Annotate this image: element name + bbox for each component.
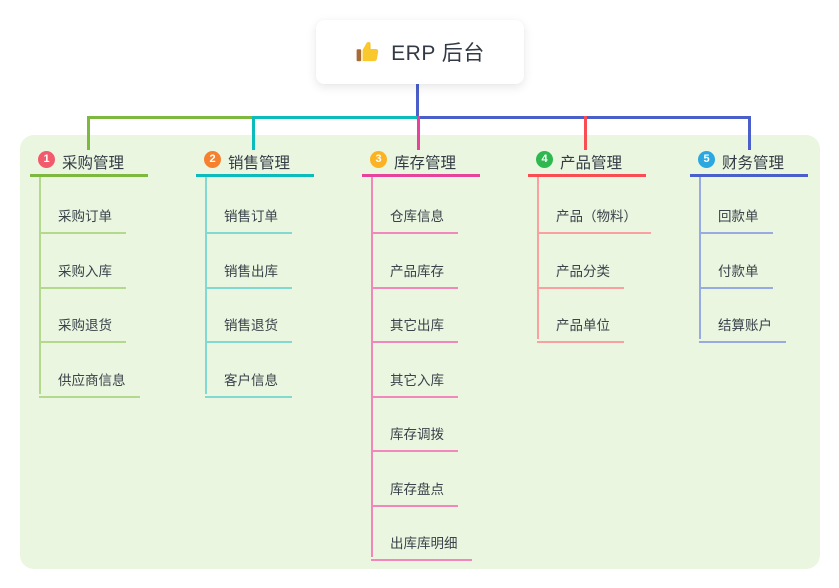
child-node[interactable]: 供应商信息: [39, 362, 140, 398]
child-node[interactable]: 销售出库: [205, 253, 292, 289]
branch-drop-line-2: [252, 116, 255, 150]
branch-underline: [196, 174, 314, 177]
child-node[interactable]: 产品分类: [537, 253, 624, 289]
child-node-label: 产品库存: [390, 264, 444, 279]
branch-underline: [362, 174, 480, 177]
child-node[interactable]: 采购订单: [39, 198, 126, 234]
thumbs-up-icon: [355, 39, 381, 65]
child-node[interactable]: 结算账户: [699, 307, 786, 343]
child-node-label: 结算账户: [718, 318, 772, 333]
child-node-label: 出库库明细: [390, 536, 458, 551]
branch-drop-line-3: [417, 116, 420, 150]
branch-title[interactable]: 采购管理: [62, 155, 125, 172]
branch-number-badge: 4: [536, 151, 553, 168]
child-node[interactable]: 库存调拨: [371, 416, 458, 452]
child-node[interactable]: 采购退货: [39, 307, 126, 343]
child-node-label: 产品（物料）: [556, 209, 637, 224]
bus-segment-sales: [252, 116, 418, 119]
branch-spine-line: [39, 177, 41, 394]
branch-spine-line: [537, 177, 539, 339]
branch-number-badge: 1: [38, 151, 55, 168]
child-node-label: 付款单: [718, 264, 759, 279]
branch-drop-line-4: [584, 116, 587, 150]
branch-underline: [30, 174, 148, 177]
child-node-label: 客户信息: [224, 373, 278, 388]
child-node[interactable]: 销售订单: [205, 198, 292, 234]
child-node-label: 采购退货: [58, 318, 112, 333]
child-node[interactable]: 付款单: [699, 253, 773, 289]
child-node-label: 供应商信息: [58, 373, 126, 388]
child-node-label: 回款单: [718, 209, 759, 224]
child-node[interactable]: 客户信息: [205, 362, 292, 398]
child-node-label: 销售出库: [224, 264, 278, 279]
child-node-label: 采购入库: [58, 264, 112, 279]
child-node[interactable]: 其它出库: [371, 307, 458, 343]
branch-number-badge: 2: [204, 151, 221, 168]
child-node-label: 库存调拨: [390, 427, 444, 442]
branch-drop-line-1: [87, 116, 90, 150]
child-node[interactable]: 其它入库: [371, 362, 458, 398]
branch-spine-line: [371, 177, 373, 557]
root-drop-line: [416, 84, 419, 117]
child-node-label: 其它入库: [390, 373, 444, 388]
branch-title[interactable]: 库存管理: [394, 155, 457, 172]
branch-title[interactable]: 销售管理: [228, 155, 291, 172]
child-node-label: 库存盘点: [390, 482, 444, 497]
child-node[interactable]: 产品单位: [537, 307, 624, 343]
branch-underline: [690, 174, 808, 177]
branch-spine-line: [699, 177, 701, 339]
child-node[interactable]: 回款单: [699, 198, 773, 234]
child-node-label: 产品单位: [556, 318, 610, 333]
branch-spine-line: [205, 177, 207, 394]
child-node[interactable]: 产品库存: [371, 253, 458, 289]
child-node[interactable]: 产品（物料）: [537, 198, 651, 234]
child-node-label: 其它出库: [390, 318, 444, 333]
child-node-label: 采购订单: [58, 209, 112, 224]
branch-number-badge: 3: [370, 151, 387, 168]
branch-title[interactable]: 财务管理: [722, 155, 785, 172]
branch-underline: [528, 174, 646, 177]
child-node[interactable]: 库存盘点: [371, 471, 458, 507]
child-node-label: 销售退货: [224, 318, 278, 333]
branch-title[interactable]: 产品管理: [560, 155, 623, 172]
branches-panel: [20, 135, 820, 569]
branch-drop-line-5: [748, 116, 751, 150]
child-node[interactable]: 仓库信息: [371, 198, 458, 234]
branch-number-badge: 5: [698, 151, 715, 168]
bus-segment-purchase: [87, 116, 253, 119]
child-node[interactable]: 采购入库: [39, 253, 126, 289]
child-node[interactable]: 出库库明细: [371, 525, 472, 561]
child-node-label: 销售订单: [224, 209, 278, 224]
child-node-label: 产品分类: [556, 264, 610, 279]
child-node[interactable]: 销售退货: [205, 307, 292, 343]
child-node-label: 仓库信息: [390, 209, 444, 224]
root-node-title: ERP 后台: [391, 42, 485, 65]
root-node-erp[interactable]: ERP 后台: [316, 20, 524, 84]
